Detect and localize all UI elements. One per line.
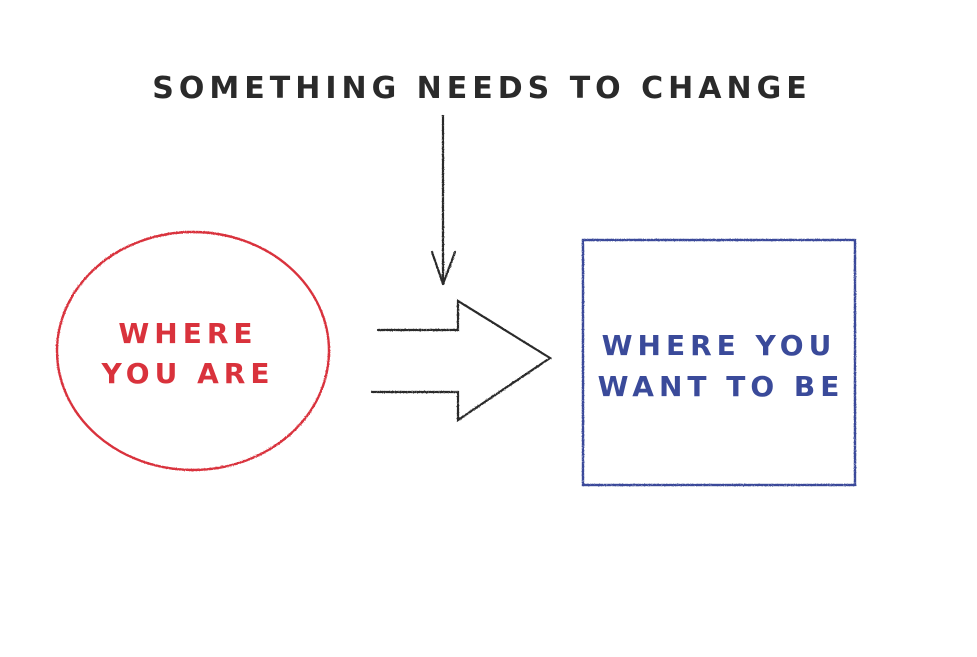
transition-arrow-icon — [370, 299, 553, 423]
desired-state-line1: WHERE YOU — [602, 329, 837, 362]
current-state-line2: YOU ARE — [101, 357, 275, 390]
current-state-circle — [55, 230, 331, 472]
top-label: SOMETHING NEEDS TO CHANGE — [152, 71, 811, 106]
current-state-line1: WHERE — [118, 317, 257, 350]
desired-state-line2: WANT TO BE — [598, 370, 845, 403]
down-arrow-icon — [430, 114, 457, 286]
desired-state-box — [581, 238, 857, 487]
